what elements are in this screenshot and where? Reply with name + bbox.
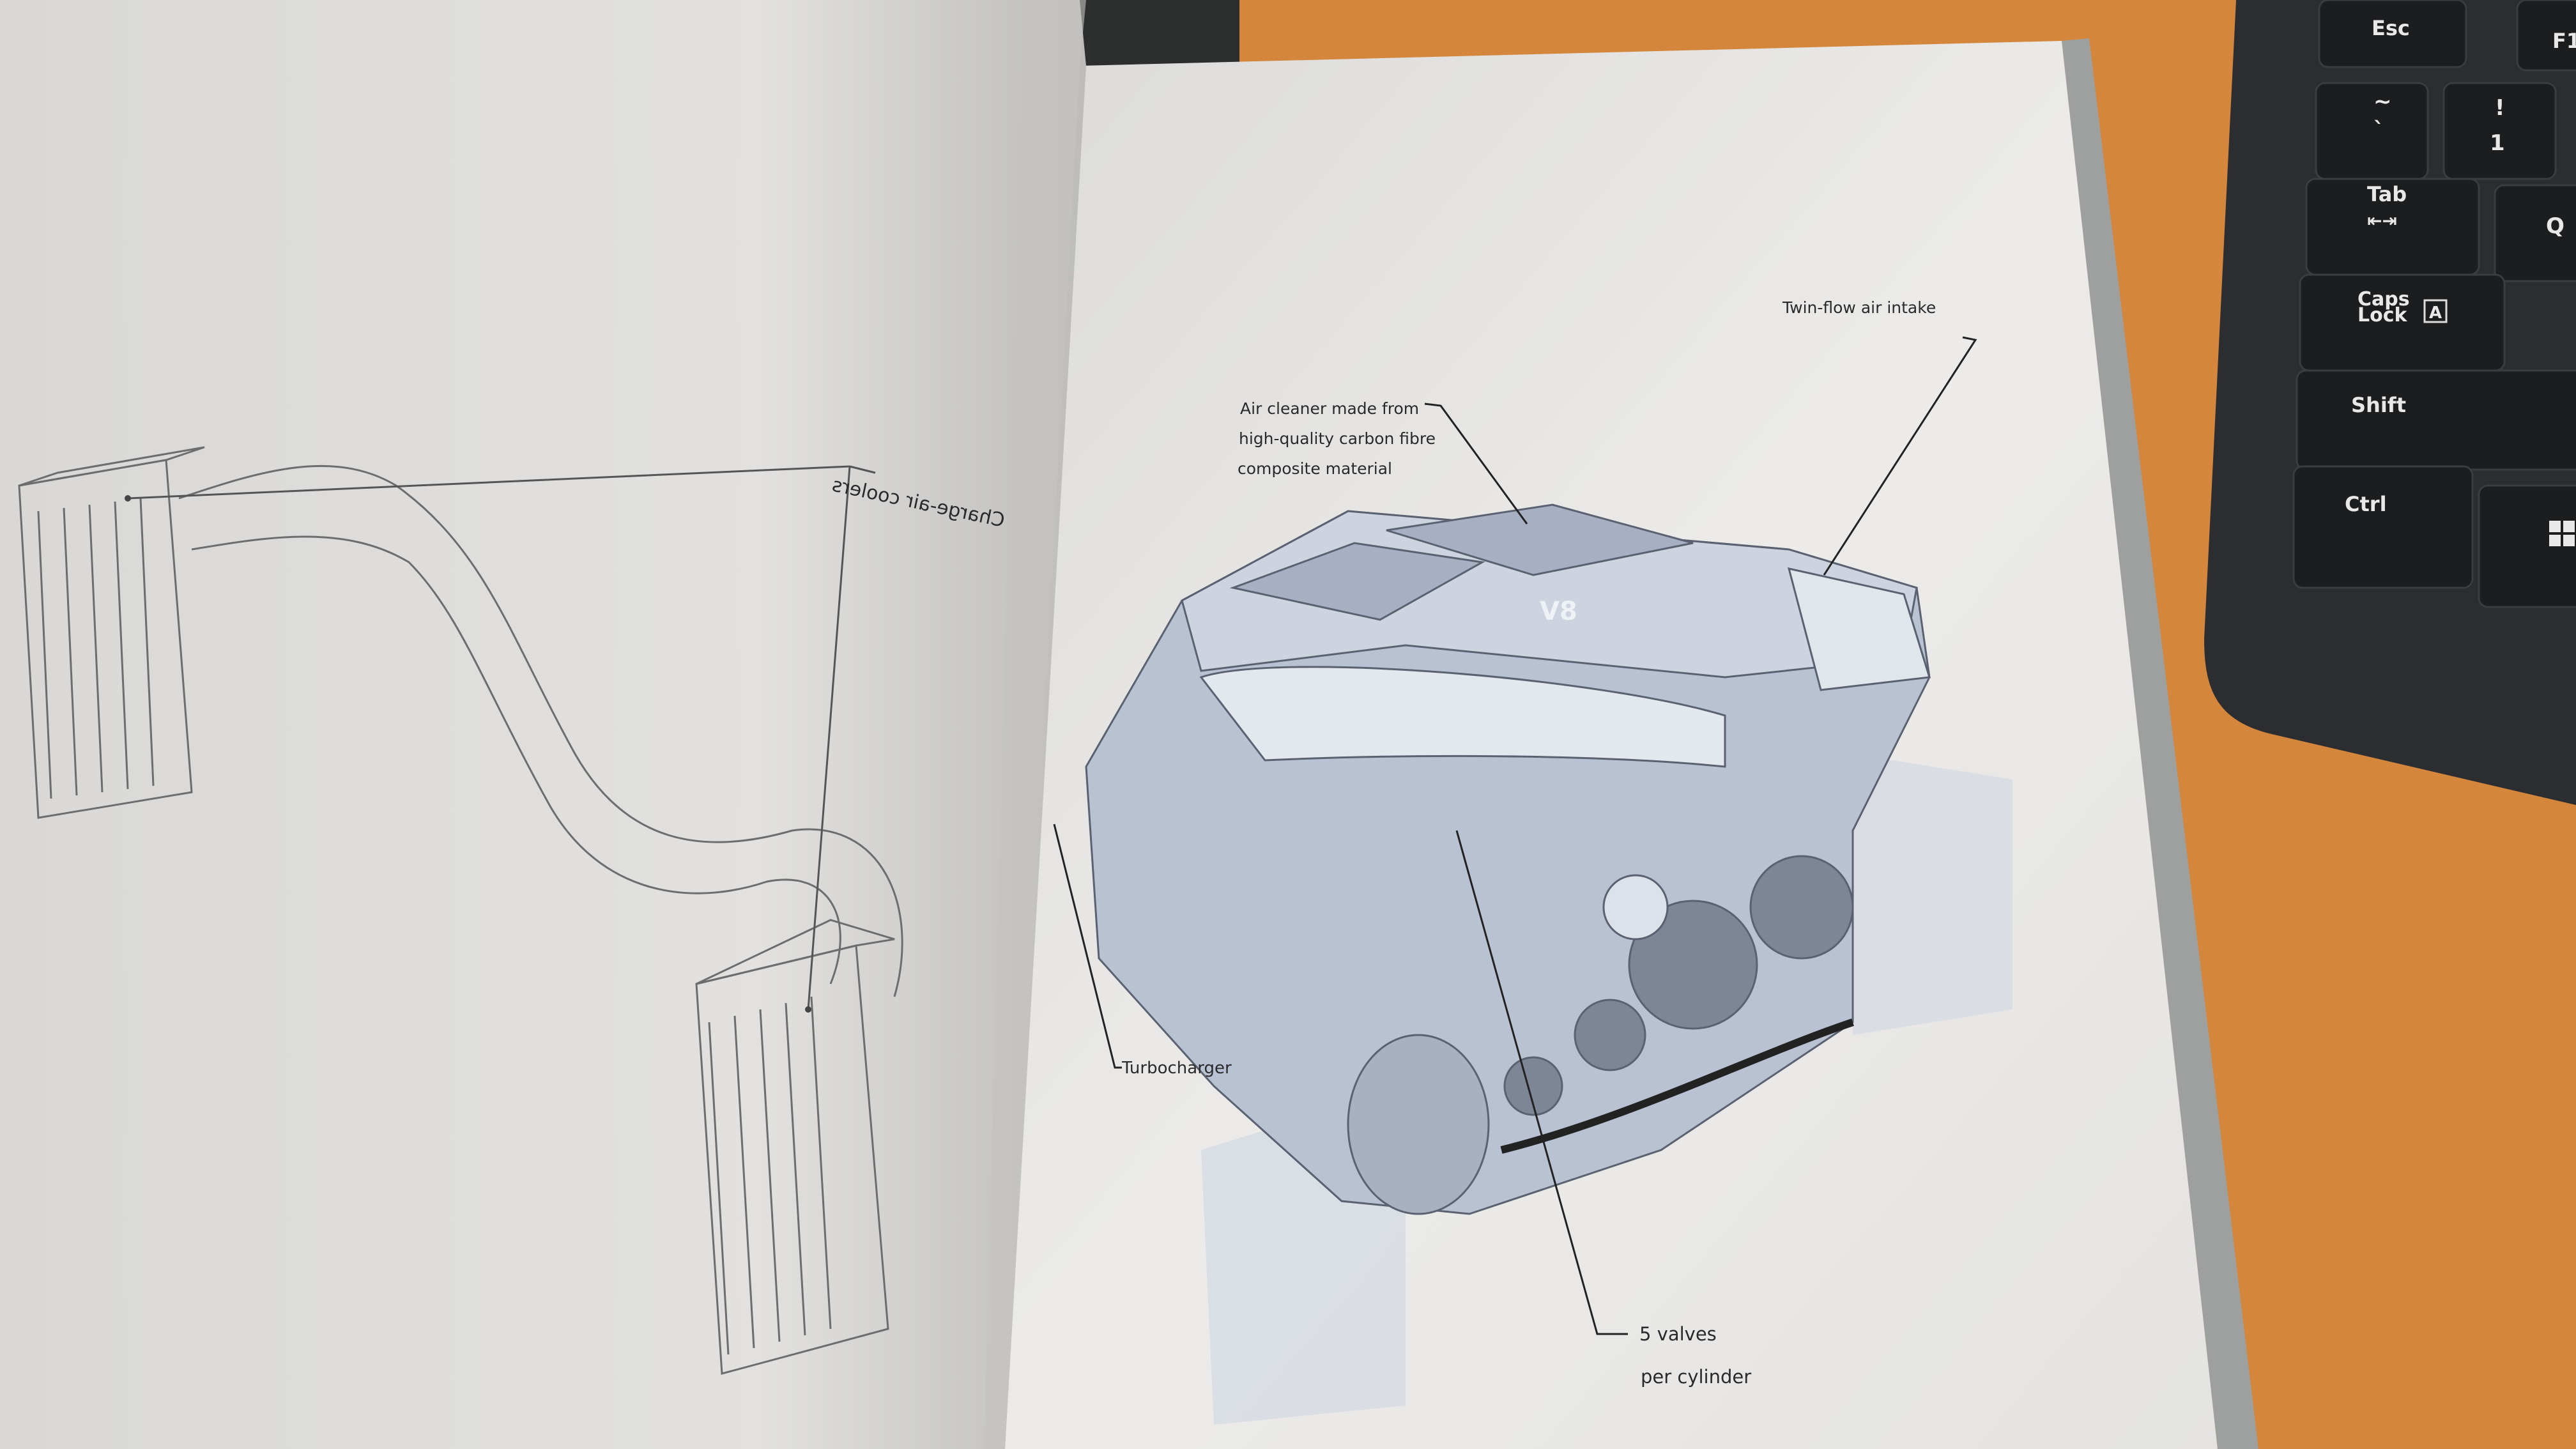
book-gutter [984, 0, 1086, 1449]
engine-illustration: V8 [1085, 503, 2012, 1425]
svg-text:F1: F1 [2552, 29, 2576, 53]
key-shift[interactable]: Shift [2296, 369, 2576, 471]
svg-text:Tab: Tab [2367, 182, 2407, 206]
charge-air-cooler-drawing [18, 446, 903, 1375]
svg-text:!: ! [2495, 95, 2505, 121]
valves-label-line2: per cylinder [1641, 1366, 1751, 1388]
svg-text:A: A [2429, 303, 2442, 323]
left-page [0, 0, 1086, 1449]
engine-badge: V8 [1540, 597, 1577, 626]
air-cleaner-label-line1: Air cleaner made from [1240, 399, 1419, 418]
key-backtick[interactable]: ~` [2315, 82, 2429, 180]
svg-text:Lock: Lock [2358, 304, 2408, 326]
svg-text:Q: Q [2546, 213, 2564, 239]
twin-flow-intake-label: Twin-flow air intake [1782, 298, 1936, 317]
key-1[interactable]: !1 [2442, 82, 2557, 180]
key-esc[interactable]: Esc [2318, 0, 2467, 68]
page-edges [2062, 38, 2258, 1449]
svg-text:Ctrl: Ctrl [2345, 492, 2387, 516]
svg-text:~: ~ [2373, 89, 2392, 114]
svg-text:⇤⇥: ⇤⇥ [2367, 210, 2397, 231]
key-q[interactable]: Q [2494, 184, 2576, 282]
key-f1[interactable]: F1 [2516, 0, 2576, 72]
key-tab[interactable]: Tab ⇤⇥ [2305, 178, 2480, 276]
svg-text:1: 1 [2490, 130, 2505, 156]
windows-logo-icon [2549, 521, 2575, 546]
svg-text:Esc: Esc [2372, 16, 2410, 40]
turbocharger-label: Turbocharger [1121, 1059, 1232, 1078]
valves-label-line1: 5 valves [1639, 1323, 1717, 1345]
air-cleaner-label-line3: composite material [1238, 459, 1392, 478]
svg-text:Shift: Shift [2351, 393, 2406, 417]
svg-text:`: ` [2373, 118, 2384, 143]
key-ctrl[interactable]: Ctrl [2292, 465, 2474, 589]
leader-lines [1053, 336, 1977, 1335]
air-cleaner-label-line2: high-quality carbon fibre [1239, 429, 1436, 448]
svg-text:Caps: Caps [2358, 288, 2410, 310]
key-windows[interactable] [2478, 484, 2576, 608]
